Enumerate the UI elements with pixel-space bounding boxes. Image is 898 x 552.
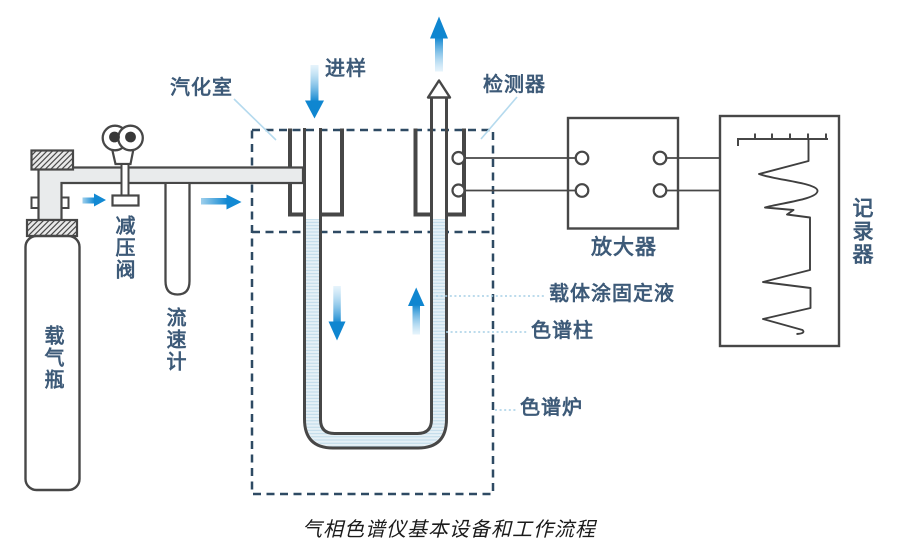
- injector-tube-interior: [306, 133, 319, 219]
- label-vaporization-chamber: 汽化室: [170, 77, 233, 99]
- pipe-flow-arrow-1-shaft: [82, 197, 95, 204]
- exhaust-arrow-shaft: [435, 37, 443, 72]
- column-up-arrow-head: [408, 287, 425, 306]
- gauge-dot-right: [125, 131, 136, 143]
- outlet-tube-interior: [432, 133, 446, 219]
- column-inner-wall: [319, 97, 433, 435]
- gauge-dot-left: [109, 131, 120, 143]
- amplifier-terminal-out-2: [652, 183, 668, 198]
- column-down-arrow-head: [328, 321, 346, 341]
- valve-block: [111, 194, 140, 207]
- detector-terminal-2: [451, 183, 466, 198]
- amplifier-box: [566, 116, 680, 230]
- amplifier-terminal-in-2: [574, 183, 590, 198]
- label-chromatography-column: 色谱柱: [531, 320, 594, 342]
- outlet-nozzle-triangle: [426, 79, 452, 99]
- label-column-oven: 色谱炉: [520, 397, 583, 419]
- pointer-vaporization-chamber: [233, 98, 277, 141]
- amplifier-terminal-out-1: [652, 150, 668, 166]
- column-outer-wall: [303, 97, 448, 450]
- valve-stem: [120, 163, 130, 197]
- recorder-box: [718, 114, 841, 348]
- label-amplifier: 放大器: [591, 236, 657, 259]
- label-detector: 检测器: [483, 74, 546, 96]
- column-up-arrow-shaft: [412, 304, 420, 335]
- label-support-coated-stationary-liquid: 载体涂固定液: [549, 283, 675, 305]
- amplifier-terminal-in-1: [574, 150, 590, 166]
- pipe-end-hatched-block: [30, 149, 75, 171]
- carrier-gas-cylinder: [24, 234, 81, 492]
- oven-dashed-box: [250, 128, 495, 496]
- label-recorder: 记录器: [850, 197, 874, 266]
- column-packing-stationary-phase: [306, 219, 445, 447]
- cylinder-cap-hatched: [25, 218, 79, 238]
- injection-arrow-head: [305, 100, 324, 119]
- pipe-flow-arrow-2-shaft: [201, 198, 227, 205]
- exhaust-arrow-head: [430, 16, 448, 39]
- detector-terminal-1: [451, 150, 466, 166]
- column-down-arrow-shaft: [333, 286, 341, 324]
- recorder-scale-ruler: [737, 133, 828, 146]
- injection-arrow-shaft: [310, 65, 319, 102]
- label-flow-meter: 流速计: [163, 307, 185, 373]
- diagram-caption: 气相色谱仪基本设备和工作流程: [302, 519, 596, 541]
- label-carrier-gas-bottle: 载气瓶: [41, 325, 63, 391]
- pointer-detector: [480, 96, 518, 140]
- label-pressure-reducing-valve: 减压阀: [112, 215, 134, 281]
- label-sample-injection: 进样: [325, 58, 367, 80]
- recorder-chromatogram-trace: [758, 139, 819, 335]
- flow-meter-tube: [164, 184, 191, 296]
- pipe-flow-arrow-1-head: [94, 193, 106, 207]
- pipe-flow-arrow-2-head: [226, 194, 242, 210]
